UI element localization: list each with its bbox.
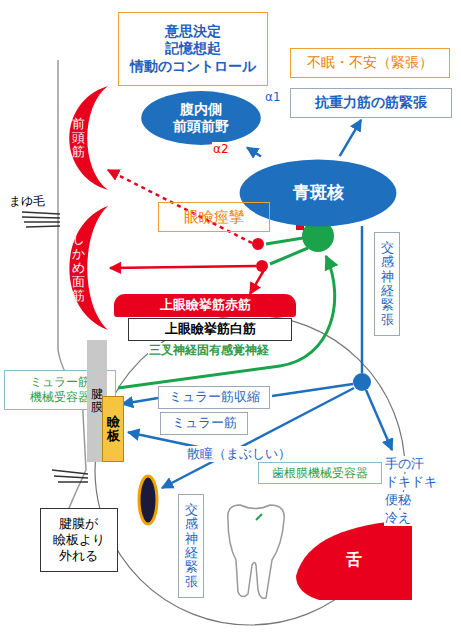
connector-arrow [247,148,261,157]
node-text: 不眠・不安（緊張） [307,54,433,72]
annotation-label: 三叉神経固有感覚神経 [148,343,270,357]
nerve-box: 交感神経緊張 [374,232,400,336]
muscle-band: 上眼瞼挙筋赤筋 [114,294,296,317]
node-text: 抗重力筋の筋緊張 [315,94,427,112]
node-text: 前頭筋 [72,117,85,160]
node-text: ミュラー筋収縮 [169,389,260,405]
node-text: 意思決定 [165,23,221,41]
muscle-shape: しかめ面筋 [62,206,108,330]
annotation-label: 冷え [384,510,412,526]
node-text: 上眼瞼挙筋赤筋 [160,297,251,313]
symptom-box: 不眠・不安（緊張） [290,48,450,78]
tongue-shape: 舌 [296,520,412,600]
node-text: 歯根膜機械受容器 [272,466,368,481]
annotation-label: 散瞳（まぶしい） [186,446,292,462]
note-box: 腱膜が 瞼板より 外れる [40,508,118,572]
nucleus-ellipse: 青斑核 [238,158,398,228]
effect-box: 抗重力筋の筋緊張 [290,88,452,118]
node-text: 交感神経緊張 [381,241,394,327]
annotation-label: α2 [212,142,230,156]
annotation-label: ドキドキ [384,474,438,490]
muscle-shape: 前頭筋 [62,86,108,190]
annotation-label: 手の汗 [384,456,425,472]
action-box: ミュラー筋収縮 [158,386,270,409]
brain-region: 腹内側 前頭前野 [140,90,262,146]
receptor-box: 歯根膜機械受容器 [258,462,382,484]
node-text: 瞼板 [107,415,120,444]
node-text: ミュラー筋 機械受容器 [24,375,96,405]
node-text: 上眼瞼挙筋白筋 [165,321,256,337]
node-text: 腹内側 前頭前野 [166,101,236,136]
muscle-box: ミュラー筋 [160,412,248,435]
node-text: 記憶想起 [165,40,221,58]
node-text: 青斑核 [293,182,344,203]
annotation-label: 便秘 [384,492,412,508]
node-text: 情動のコントロール [130,58,256,76]
symptom-box: 眼瞼痙攣 [158,202,270,232]
tissue-plate: 瞼板 [102,396,124,462]
node-text: 眼瞼痙攣 [184,208,244,227]
muscle-shape-outline [62,206,108,330]
connector-arrow [340,120,361,156]
annotation-label: α1 [264,90,282,104]
node-text: ミュラー筋 [172,415,237,431]
function-box: 意思決定記憶想起情動のコントロール [118,12,268,86]
node-text: しかめ面筋 [72,232,85,303]
node-text: 舌 [346,550,362,570]
annotation-label: まゆ毛 [8,194,46,208]
node-text: 腱膜が 瞼板より 外れる [51,516,107,565]
muscle-shape-outline [62,86,108,190]
node-text: 交感神経緊張 [185,503,198,589]
nerve-box: 交感神経緊張 [178,494,204,598]
muscle-band: 上眼瞼挙筋白筋 [128,318,292,341]
